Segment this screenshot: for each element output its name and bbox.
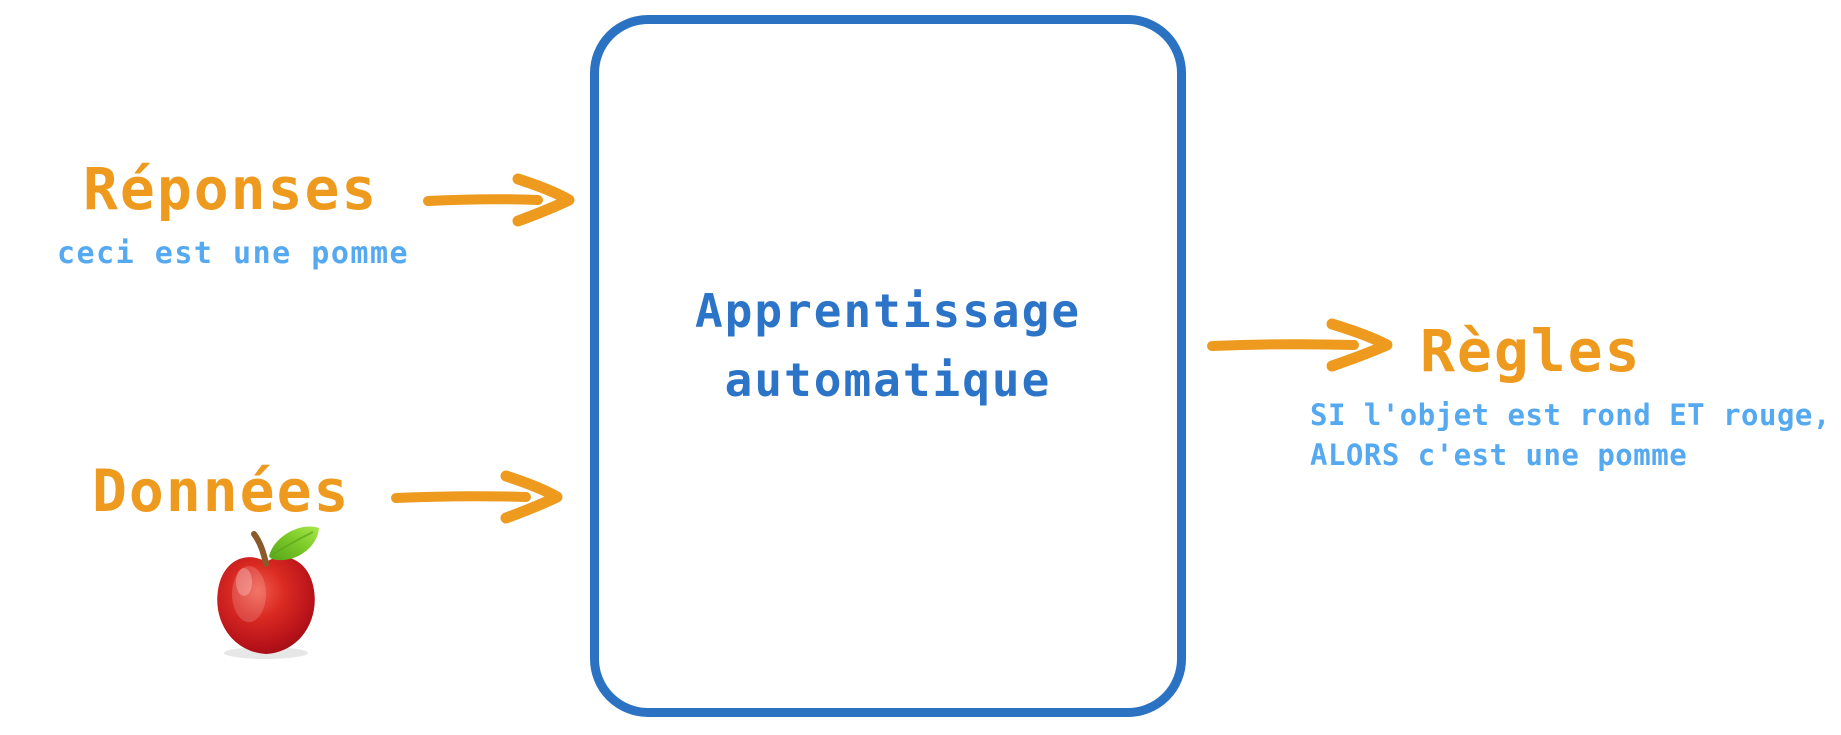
process-box: Apprentissage automatique xyxy=(590,15,1186,717)
arrow-responses-to-box-icon xyxy=(420,172,580,228)
apple-icon xyxy=(205,512,327,662)
rules-label: Règles xyxy=(1420,317,1642,385)
process-title-line1: Apprentissage xyxy=(694,284,1082,338)
data-label: Données xyxy=(92,457,351,525)
process-title: Apprentissage automatique xyxy=(599,24,1177,708)
responses-label: Réponses xyxy=(83,155,379,223)
responses-example-text: ceci est une pomme xyxy=(57,236,410,271)
rules-example-line1: SI l'objet est rond ET rouge, xyxy=(1310,398,1831,432)
rules-example-text: SI l'objet est rond ET rouge, ALORS c'es… xyxy=(1310,395,1831,475)
arrow-box-to-rules-icon xyxy=(1206,317,1396,373)
arrow-data-to-box-icon xyxy=(388,469,568,525)
process-title-line2: automatique xyxy=(724,353,1052,407)
rules-example-line2: ALORS c'est une pomme xyxy=(1310,438,1688,472)
